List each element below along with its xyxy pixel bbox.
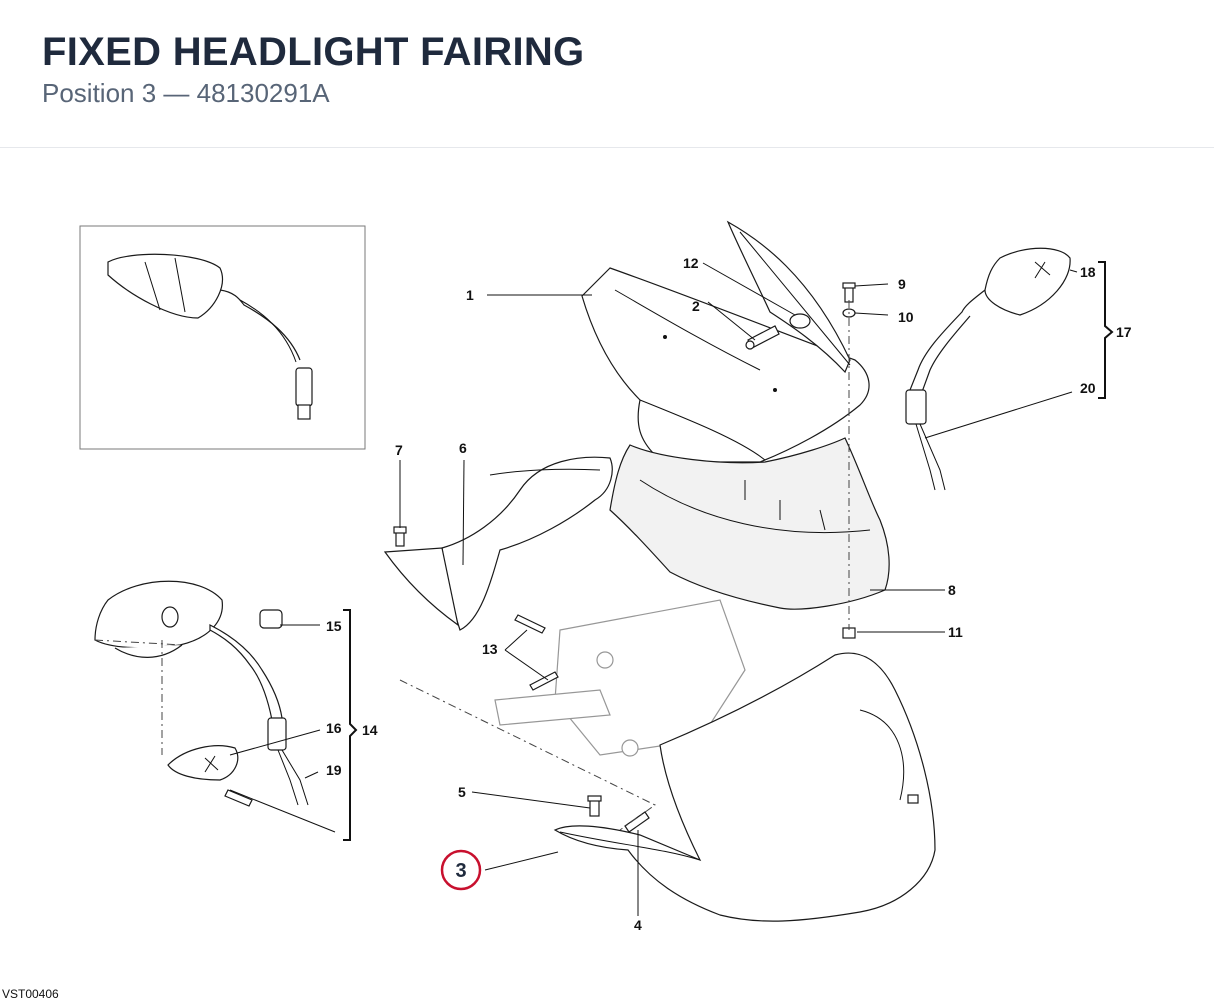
callout-11: 11	[948, 624, 963, 640]
brace-17	[1098, 261, 1114, 399]
callout-4: 4	[634, 917, 642, 933]
part-16-screw	[224, 789, 253, 807]
part-4-screw	[624, 811, 650, 833]
part-20-right-mirror-stem	[905, 289, 986, 491]
callout-8: 8	[948, 582, 956, 598]
callout-5: 5	[458, 784, 466, 800]
callout-15: 15	[326, 618, 342, 634]
alignment-lines	[94, 300, 850, 831]
callout-14: 14	[362, 722, 378, 738]
part-13-screws	[514, 614, 559, 691]
callout-7: 7	[395, 442, 403, 458]
part-2-screw	[745, 325, 780, 350]
callout-20: 20	[1080, 380, 1096, 396]
callout-16: 16	[326, 720, 342, 736]
inset-mirror	[107, 253, 313, 420]
callout-18: 18	[1080, 264, 1096, 280]
part-7-screw	[393, 526, 407, 547]
drawing-code: VST00406	[2, 987, 59, 1001]
part-18-right-mirror-head	[984, 247, 1071, 316]
callout-13: 13	[482, 641, 498, 657]
part-8-headlight-assembly	[609, 437, 890, 610]
leader-lines	[229, 262, 1078, 916]
support-frame	[494, 599, 746, 757]
callout-1: 1	[466, 287, 474, 303]
part-14-left-mirror	[94, 580, 309, 806]
callout-3-label: 3	[455, 860, 466, 882]
part-6-mirror-bracket	[383, 456, 613, 631]
part-16-indicator	[167, 745, 239, 781]
part-1-upper-fairing	[581, 267, 870, 463]
page-title: FIXED HEADLIGHT FAIRING	[42, 30, 585, 74]
brace-14	[343, 609, 358, 841]
part-9-screw	[842, 282, 856, 303]
callout-3-highlighted[interactable]: 3	[440, 849, 482, 891]
part-3-lower-fairing	[553, 652, 936, 922]
callout-17: 17	[1116, 324, 1132, 340]
page-subtitle: Position 3 — 48130291A	[42, 78, 330, 108]
part-5-spacer	[587, 795, 602, 817]
callout-9: 9	[898, 276, 906, 292]
callout-19: 19	[326, 762, 342, 778]
callout-10: 10	[898, 309, 914, 325]
part-12-screen	[726, 220, 851, 374]
callout-2: 2	[692, 298, 700, 314]
header: FIXED HEADLIGHT FAIRING Position 3 — 481…	[0, 0, 1214, 148]
callout-6: 6	[459, 440, 467, 456]
part-15-plug	[259, 609, 283, 629]
exploded-parts-diagram: 1 2 4 5 6 7 8 9 10 11 12 13 14 15 16 17 …	[79, 220, 1132, 933]
callout-12: 12	[683, 255, 699, 271]
